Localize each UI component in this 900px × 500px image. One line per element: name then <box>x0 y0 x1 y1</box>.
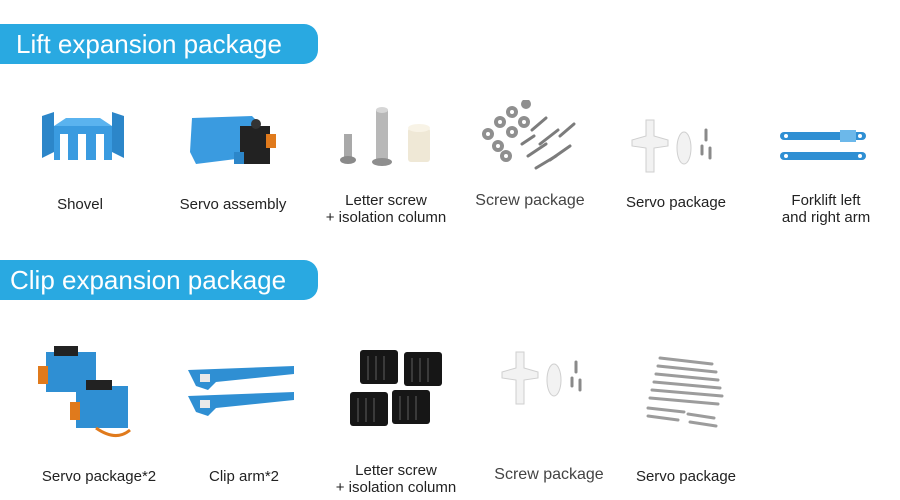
screw-column-icon <box>340 107 430 166</box>
lift-item-shovel <box>38 108 128 175</box>
lift-item-letter-screw <box>336 106 436 173</box>
lift-label-servo-assembly: Servo assembly <box>179 196 287 213</box>
lift-item-screw-package <box>476 99 580 179</box>
clip-item-servo-package <box>638 354 730 435</box>
clip-section-banner: Clip expansion package <box>0 260 318 300</box>
clip-label-rubber-blocks: Letter screw + isolation column <box>326 462 466 496</box>
clip-label-servo-pair: Servo package*2 <box>41 468 157 485</box>
clip-item-servo-pair <box>36 346 136 451</box>
lift-item-forklift-arms <box>778 126 870 171</box>
servo-horns-icon <box>631 119 712 173</box>
clip-item-rubber-blocks <box>346 346 450 441</box>
clip-arm-icon <box>188 366 294 416</box>
clip-item-screw-package <box>496 350 590 411</box>
clip-label-servo-package: Servo package <box>635 468 737 485</box>
rubber-blocks-icon <box>350 350 442 426</box>
lift-section-title: Lift expansion package <box>16 28 282 59</box>
clip-label-clip-arm: Clip arm*2 <box>208 468 280 485</box>
lift-item-servo-package <box>626 118 720 179</box>
lift-label-letter-screw: Letter screw + isolation column <box>316 192 456 226</box>
clip-label-rubber-blocks-text: Letter screw + isolation column <box>335 462 457 496</box>
servo-assembly-icon <box>190 116 276 164</box>
clip-item-clip-arm <box>186 364 298 425</box>
lift-item-servo-assembly <box>186 112 282 177</box>
servo-pair-icon <box>38 346 131 437</box>
clip-label-screw-package: Screw package <box>494 466 604 483</box>
clip-section-title: Clip expansion package <box>10 264 287 295</box>
lift-label-forklift-arms-text: Forklift left and right arm <box>781 192 871 226</box>
shovel-icon <box>42 112 124 160</box>
servo-horns-icon <box>501 351 582 405</box>
lift-label-screw-package: Screw package <box>475 192 585 209</box>
lift-label-shovel: Shovel <box>57 196 103 213</box>
lift-label-servo-package: Servo package <box>625 194 727 211</box>
screw-pile-icon <box>482 99 576 170</box>
long-screws-icon <box>646 356 724 428</box>
lift-label-forklift-arms: Forklift left and right arm <box>758 192 894 226</box>
lift-section-banner: Lift expansion package <box>0 24 318 64</box>
lift-label-letter-screw-text: Letter screw + isolation column <box>325 192 447 226</box>
forklift-arm-icon <box>780 130 866 160</box>
